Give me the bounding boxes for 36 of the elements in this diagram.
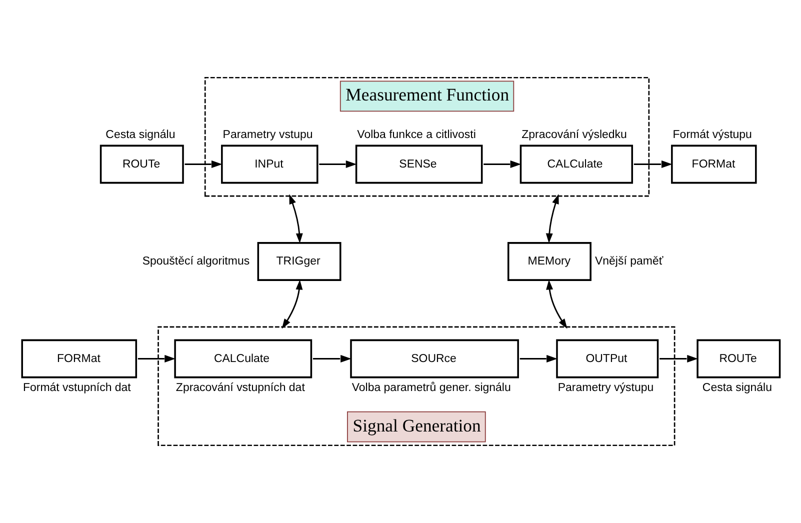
node-label: Volba funkce a citlivosti: [357, 129, 476, 142]
node-label: Zpracování vstupních dat: [176, 382, 305, 394]
arrow: [138, 354, 176, 363]
node-box: INPut: [221, 144, 318, 184]
node-box: ROUTe: [696, 339, 781, 378]
arrow: [484, 160, 522, 168]
node-label: Vnější paměť: [595, 256, 664, 268]
node-box: SENSe: [355, 144, 483, 184]
node-box: SOURce: [350, 339, 519, 378]
node-box: MEMory: [507, 242, 592, 281]
node-box: CALCulate: [174, 339, 312, 378]
arrow: [282, 280, 303, 329]
node-box: FORMat: [21, 339, 138, 378]
node-label: Parametry vstupu: [222, 129, 313, 142]
node-label: Formát vstupních dat: [22, 382, 131, 394]
node-label: Parametry výstupu: [558, 382, 654, 394]
arrow: [184, 160, 222, 168]
arrow: [546, 194, 559, 244]
node-label: Formát výstupu: [672, 129, 752, 142]
arrow: [312, 354, 352, 363]
node-label: Cesta signálu: [702, 382, 772, 394]
node-label: Zpracování výsledku: [522, 129, 627, 142]
arrow: [319, 160, 357, 168]
arrow: [289, 194, 303, 244]
node-box: OUTPut: [556, 339, 659, 378]
arrow: [520, 354, 558, 363]
arrow: [546, 280, 568, 329]
node-box: FORMat: [671, 144, 757, 184]
arrow: [634, 160, 672, 168]
node-label: Volba parametrů gener. signálu: [352, 382, 511, 394]
node-label: Cesta signálu: [106, 129, 176, 142]
node-box: ROUTe: [100, 144, 184, 184]
node-box: TRIGger: [257, 242, 342, 281]
node-box: CALCulate: [520, 144, 634, 184]
arrow: [660, 354, 698, 363]
node-label: Spouštěcí algoritmus: [142, 256, 250, 268]
